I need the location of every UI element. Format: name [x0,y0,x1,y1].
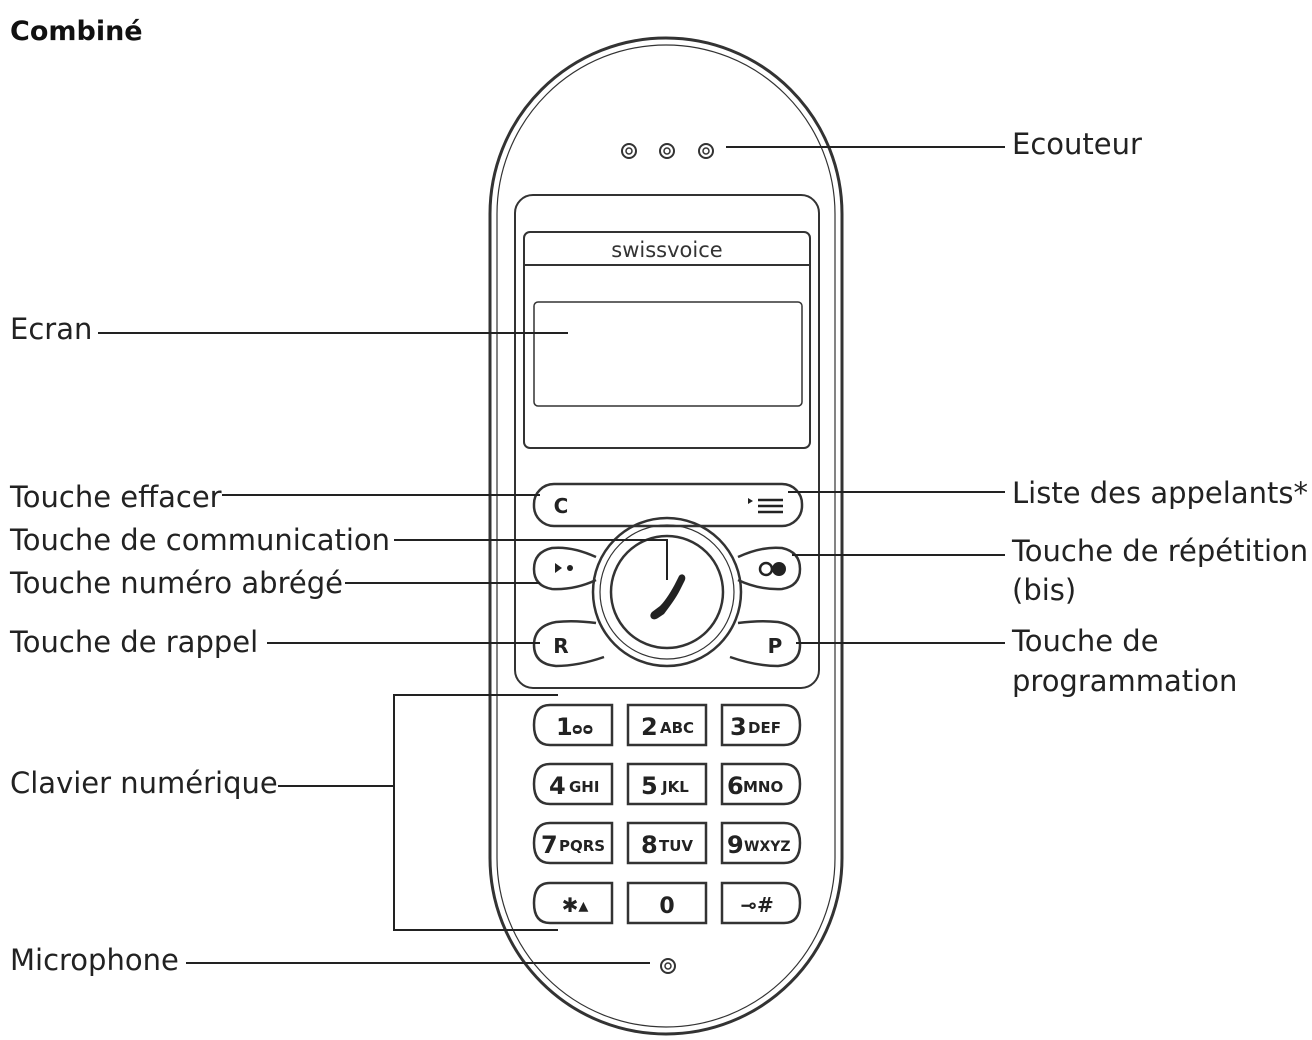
callout-labels: Ecouteur Ecran Touche effacer Touche de … [9,127,1308,977]
key-hash[interactable]: ⊸# [720,881,802,925]
call-key[interactable] [591,516,743,668]
key-8-number: 8 [641,831,658,859]
key-9-number: 9 [727,831,744,859]
redial-icon [758,561,786,577]
label-recall-key: Touche de rappel [9,625,258,659]
key-3-letters: DEF [748,719,781,737]
key-2-number: 2 [641,713,658,741]
key-8[interactable]: 8 TUV [626,821,708,865]
recall-key[interactable]: R [532,619,605,668]
handset-icon [650,574,686,620]
label-redial-key-line1: Touche de répétition [1011,534,1308,568]
key-2-letters: ABC [660,719,694,737]
programming-key[interactable]: P [729,619,802,668]
label-microphone: Microphone [10,943,179,977]
speed-dial-icon [555,563,573,573]
call-list-icon [748,498,783,514]
hash-key-symbol: ⊸# [740,893,774,917]
programming-key-label: P [768,634,783,658]
key-2[interactable]: 2 ABC [626,703,708,747]
voicemail-icon: ᴑᴑ [572,719,593,738]
label-programming-key-line2: programmation [1012,664,1237,698]
key-3[interactable]: 3 DEF [720,703,802,747]
key-5-letters: JKL [661,778,689,796]
key-9[interactable]: 9 WXYZ [720,821,802,865]
label-earpiece: Ecouteur [1012,127,1142,161]
label-clear-key: Touche effacer [9,480,222,514]
clear-calllist-key[interactable]: C [532,482,804,528]
label-speed-dial-key: Touche numéro abrégé [9,566,343,600]
label-call-list: Liste des appelants* [1012,476,1308,510]
key-1[interactable]: 1 ᴑᴑ [532,703,614,747]
key-9-letters: WXYZ [744,839,791,855]
key-0[interactable]: 0 [626,881,708,925]
key-7-number: 7 [541,831,558,859]
key-8-letters: TUV [659,837,693,855]
diagram-title: Combiné [10,16,143,47]
key-1-number: 1 [556,713,573,741]
label-redial-key-line2: (bis) [1012,573,1076,607]
label-screen: Ecran [10,312,92,346]
clear-key-label: C [554,494,569,518]
handset-body [488,36,844,1036]
key-0-number: 0 [659,894,674,919]
label-programming-key-line1: Touche de [1011,624,1159,658]
earpiece-holes [621,143,714,159]
microphone-hole [660,958,676,974]
key-star[interactable]: ✱▴ [532,881,614,925]
key-4-letters: GHI [569,778,599,796]
label-call-key: Touche de communication [9,523,390,557]
key-6-letters: MNO [743,778,783,796]
display-screen [533,301,803,407]
label-keypad: Clavier numérique [10,766,278,800]
numeric-keypad: 1 ᴑᴑ 2 ABC 3 DEF 4 GHI 5 JKL 6 MNO [532,703,802,925]
key-4-number: 4 [549,772,566,800]
star-key-symbol: ✱▴ [562,893,589,917]
upper-panel: swissvoice [514,194,820,689]
key-3-number: 3 [730,713,747,741]
key-4[interactable]: 4 GHI [532,762,614,806]
leader-lines [98,146,1005,964]
key-5-number: 5 [641,772,658,800]
key-6-number: 6 [727,772,744,800]
key-6[interactable]: 6 MNO [720,762,802,806]
key-7-letters: PQRS [559,837,605,855]
key-7[interactable]: 7 PQRS [532,821,614,865]
key-5[interactable]: 5 JKL [626,762,708,806]
brand-logo: swissvoice [611,238,722,262]
redial-key[interactable] [737,546,802,591]
recall-key-label: R [553,634,568,658]
speed-dial-key[interactable] [532,546,597,591]
